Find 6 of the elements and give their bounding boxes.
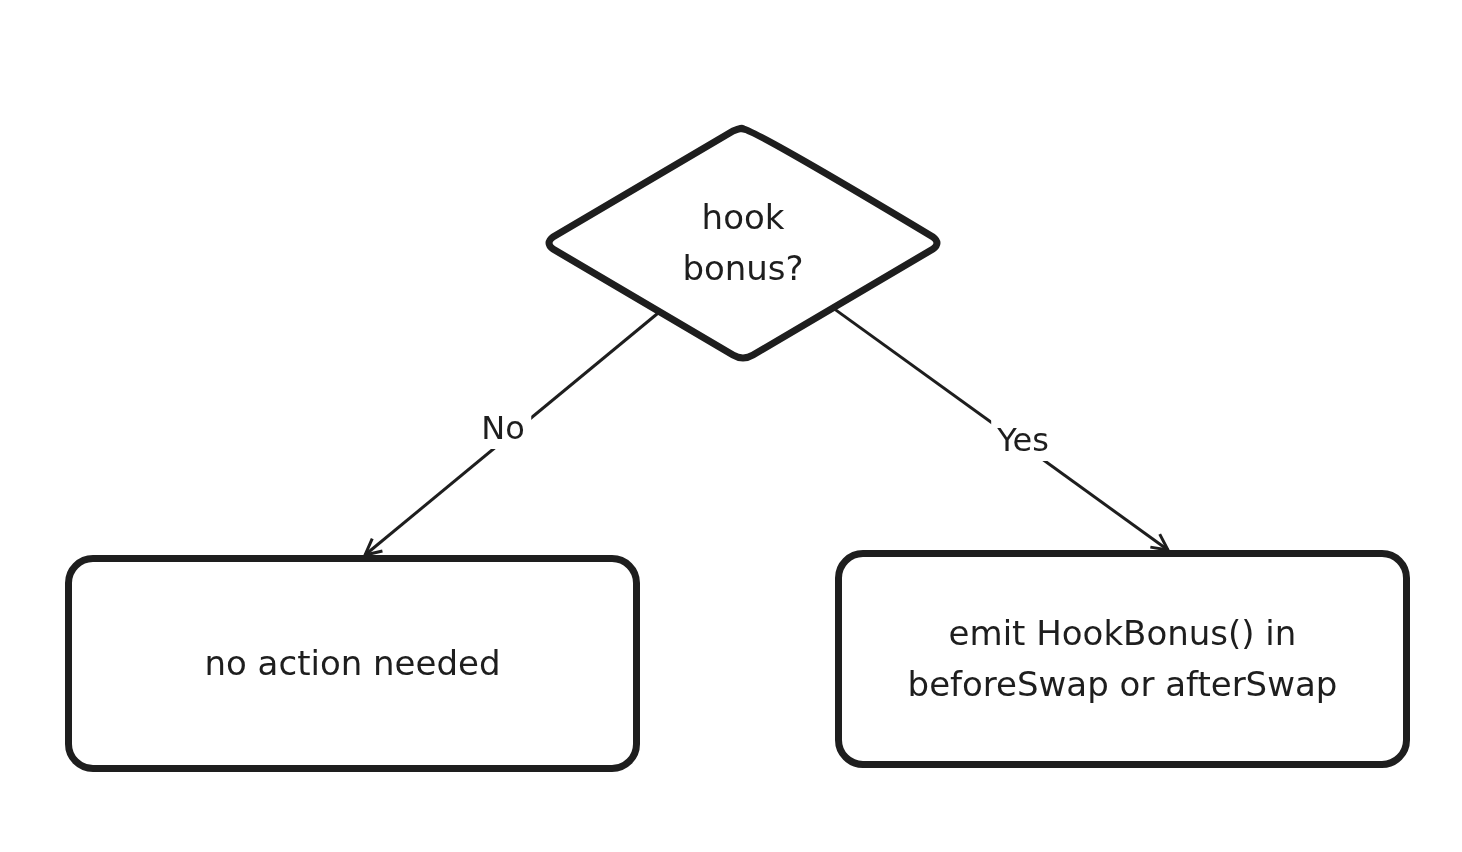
node-text: emit HookBonus() in beforeSwap or afterSwap: [906, 612, 1339, 706]
process-box: [65, 555, 640, 772]
node-text: hook bonus?: [681, 196, 805, 290]
decision-diamond: [545, 125, 941, 361]
process-box: [835, 550, 1410, 768]
node-text: no action needed: [204, 642, 501, 685]
